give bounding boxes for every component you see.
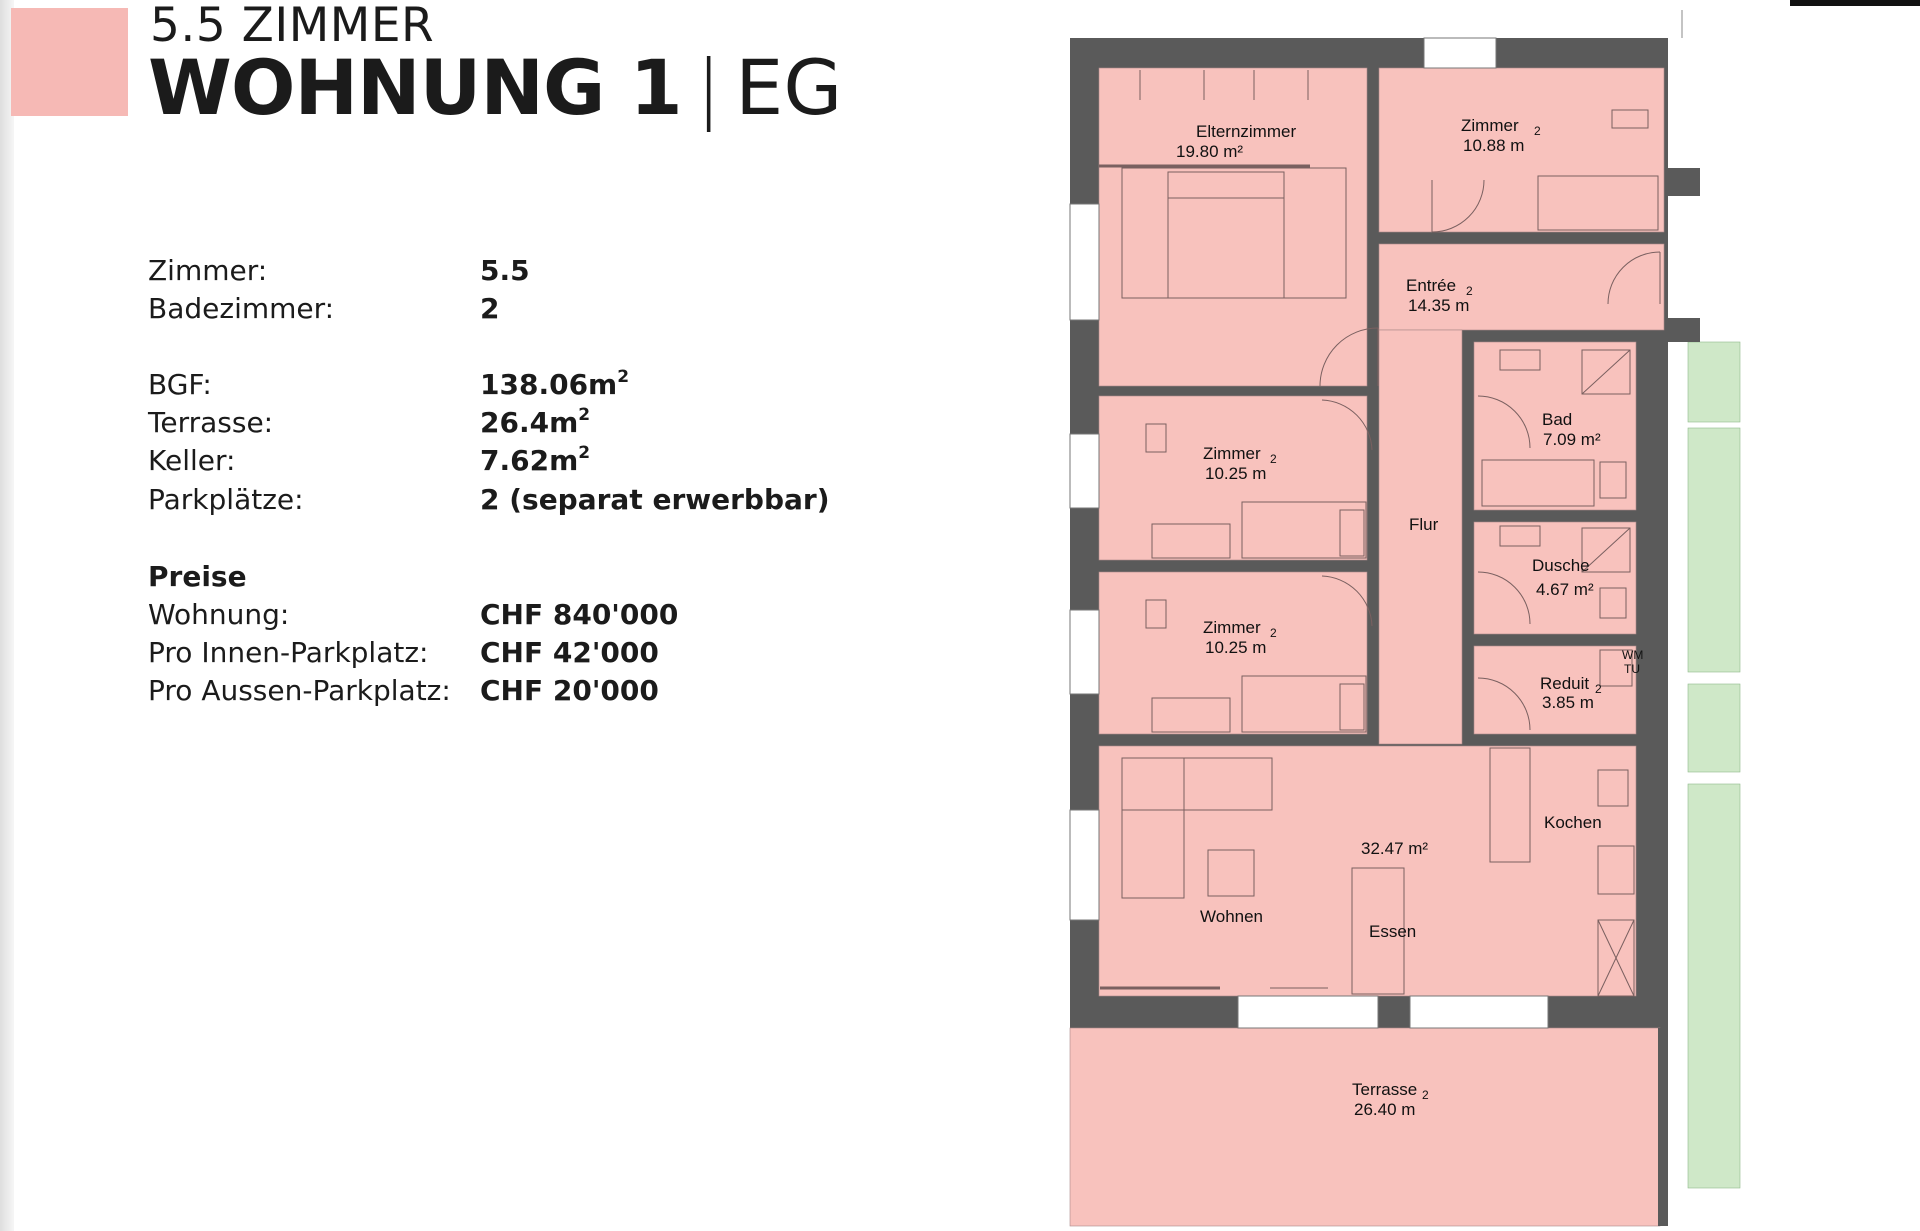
windows bbox=[1069, 37, 1549, 1029]
neighbour-area bbox=[1687, 341, 1741, 1189]
fact-value: 26.4m bbox=[480, 406, 579, 439]
room-elternzimmer bbox=[1098, 67, 1368, 387]
title-separator: | bbox=[695, 43, 722, 132]
area-zimmer-mid: 10.25 m bbox=[1205, 464, 1266, 483]
label-dusche: Dusche bbox=[1532, 556, 1590, 575]
fact-value-with-unit: 26.4m2 bbox=[480, 404, 591, 439]
label-zimmer-mid-sub: 2 bbox=[1270, 452, 1277, 466]
wall-stub bbox=[1668, 318, 1700, 342]
floor-label: EG bbox=[735, 43, 843, 132]
area-bad: 7.09 m² bbox=[1543, 430, 1601, 449]
fact-label: BGF: bbox=[148, 368, 212, 401]
price-value: CHF 42'000 bbox=[480, 636, 659, 669]
label-zimmer-mid: Zimmer bbox=[1203, 444, 1261, 463]
fact-label: Badezimmer: bbox=[148, 292, 335, 325]
rooms-heading: 5.5 ZIMMER bbox=[150, 0, 435, 53]
top-right-bar bbox=[1790, 0, 1920, 6]
fact-value: 7.62m bbox=[480, 444, 579, 477]
label-bad: Bad bbox=[1542, 410, 1572, 429]
apartment-name: WOHNUNG 1 bbox=[148, 43, 683, 132]
room-zimmer-mid bbox=[1098, 395, 1368, 561]
fact-unit-sup: 2 bbox=[578, 404, 591, 425]
page-edge-shadow bbox=[0, 0, 14, 1231]
room-labels: Elternzimmer 19.80 m² Zimmer 2 10.88 m E… bbox=[1176, 116, 1643, 1119]
area-wohnen: 32.47 m² bbox=[1361, 839, 1428, 858]
fact-value-with-unit: 138.06m2 bbox=[480, 366, 630, 401]
room-reduit bbox=[1473, 645, 1637, 735]
label-entree: Entrée bbox=[1406, 276, 1456, 295]
area-elternzimmer: 19.80 m² bbox=[1176, 142, 1243, 161]
area-terrasse: 26.40 m bbox=[1354, 1100, 1415, 1119]
label-essen: Essen bbox=[1369, 922, 1416, 941]
label-reduit: Reduit bbox=[1540, 674, 1589, 693]
rooms bbox=[1098, 67, 1665, 997]
room-entree bbox=[1378, 243, 1665, 331]
fact-label: Terrasse: bbox=[148, 406, 274, 439]
fact-value: 2 bbox=[480, 292, 500, 325]
accent-color-block bbox=[11, 8, 128, 116]
price-value: CHF 20'000 bbox=[480, 674, 659, 707]
room-zimmer-top bbox=[1378, 67, 1665, 233]
area-zimmer-low: 10.25 m bbox=[1205, 638, 1266, 657]
page-title: WOHNUNG 1|EG bbox=[148, 46, 842, 130]
fact-label: Keller: bbox=[148, 444, 236, 477]
floor-plan-drawing: Elternzimmer 19.80 m² Zimmer 2 10.88 m E… bbox=[1069, 10, 1741, 1227]
room-terrasse bbox=[1069, 1027, 1661, 1227]
area-dusche: 4.67 m² bbox=[1536, 580, 1594, 599]
label-terrasse-sub: 2 bbox=[1422, 1088, 1429, 1102]
price-label: Wohnung: bbox=[148, 598, 290, 631]
price-value: CHF 840'000 bbox=[480, 598, 679, 631]
room-zimmer-low bbox=[1098, 571, 1368, 735]
price-label: Pro Innen-Parkplatz: bbox=[148, 636, 429, 669]
label-kochen: Kochen bbox=[1544, 813, 1602, 832]
fact-value-with-unit: 7.62m2 bbox=[480, 442, 591, 477]
fact-label: Zimmer: bbox=[148, 254, 268, 287]
label-elternzimmer: Elternzimmer bbox=[1196, 122, 1296, 141]
price-label: Pro Aussen-Parkplatz: bbox=[148, 674, 451, 707]
label-reduit-sub: 2 bbox=[1595, 682, 1602, 696]
label-zimmer-top-sub: 2 bbox=[1534, 124, 1541, 138]
room-dusche bbox=[1473, 521, 1637, 635]
floor-plan: Elternzimmer 19.80 m² Zimmer 2 10.88 m E… bbox=[1060, 0, 1920, 1231]
fact-value: 2 (separat erwerbbar) bbox=[480, 483, 830, 516]
room-flur bbox=[1378, 329, 1463, 745]
label-entree-sub: 2 bbox=[1466, 284, 1473, 298]
label-zimmer-low-sub: 2 bbox=[1270, 626, 1277, 640]
room-bad bbox=[1473, 341, 1637, 511]
area-reduit: 3.85 m bbox=[1542, 693, 1594, 712]
fact-value: 5.5 bbox=[480, 254, 530, 287]
label-flur: Flur bbox=[1409, 515, 1439, 534]
terrace-wall bbox=[1658, 1028, 1668, 1226]
label-zimmer-top: Zimmer bbox=[1461, 116, 1519, 135]
label-zimmer-low: Zimmer bbox=[1203, 618, 1261, 637]
prices-heading: Preise bbox=[148, 560, 247, 593]
label-wm: WM bbox=[1622, 648, 1643, 662]
area-zimmer-top: 10.88 m bbox=[1463, 136, 1524, 155]
fact-label: Parkplätze: bbox=[148, 483, 304, 516]
wall-stub bbox=[1668, 168, 1700, 196]
label-tu: TU bbox=[1624, 662, 1640, 676]
fact-value: 138.06m bbox=[480, 368, 618, 401]
furniture bbox=[1099, 70, 1661, 997]
label-wohnen: Wohnen bbox=[1200, 907, 1263, 926]
room-wohnen bbox=[1098, 745, 1637, 997]
area-entree: 14.35 m bbox=[1408, 296, 1469, 315]
label-terrasse: Terrasse bbox=[1352, 1080, 1417, 1099]
fact-unit-sup: 2 bbox=[617, 366, 630, 387]
fact-unit-sup: 2 bbox=[578, 442, 591, 463]
